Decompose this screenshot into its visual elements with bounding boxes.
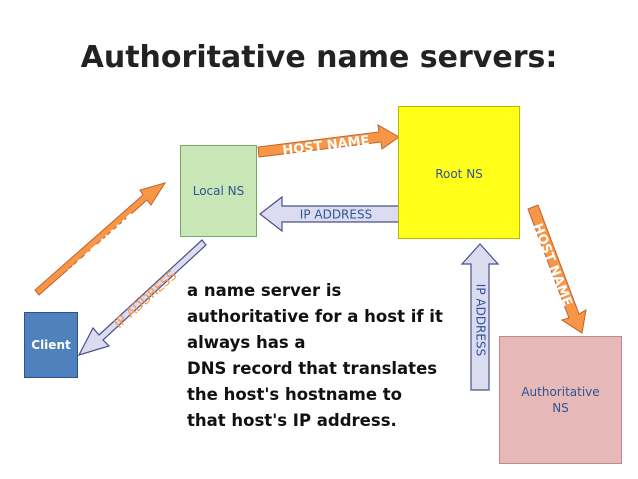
local-ns-node: Local NS [180, 145, 257, 237]
client-label: Client [31, 338, 71, 352]
arrow-auth-to-root: IP ADDRESS [460, 243, 500, 391]
definition-note: a name server is authoritative for a hos… [187, 281, 443, 430]
arrow-label-client-to-local: HOST NAME [65, 211, 140, 281]
arrow-label-local-to-client: IP ADDRESS [112, 268, 180, 332]
arrow-root-to-local: IP ADDRESS [259, 195, 401, 233]
authoritative-ns-label: Authoritative NS [521, 385, 600, 415]
arrow-local-to-root: HOST NAME [257, 124, 400, 159]
root-ns-label: Root NS [435, 167, 483, 181]
arrow-label-local-to-root: HOST NAME [282, 133, 371, 159]
root-ns-node: Root NS [398, 106, 520, 239]
client-node: Client [24, 312, 78, 378]
arrow-client-to-local: HOST NAME [34, 182, 167, 296]
arrow-label-root-to-auth: HOST NAME [529, 221, 574, 308]
page-title: Authoritative name servers: [80, 40, 558, 75]
authoritative-ns-node: Authoritative NS [499, 336, 622, 464]
arrow-label-root-to-local: IP ADDRESS [300, 208, 372, 222]
arrow-root-to-auth: HOST NAME [527, 204, 587, 334]
arrow-label-auth-to-root: IP ADDRESS [474, 284, 488, 356]
local-ns-label: Local NS [192, 184, 245, 198]
